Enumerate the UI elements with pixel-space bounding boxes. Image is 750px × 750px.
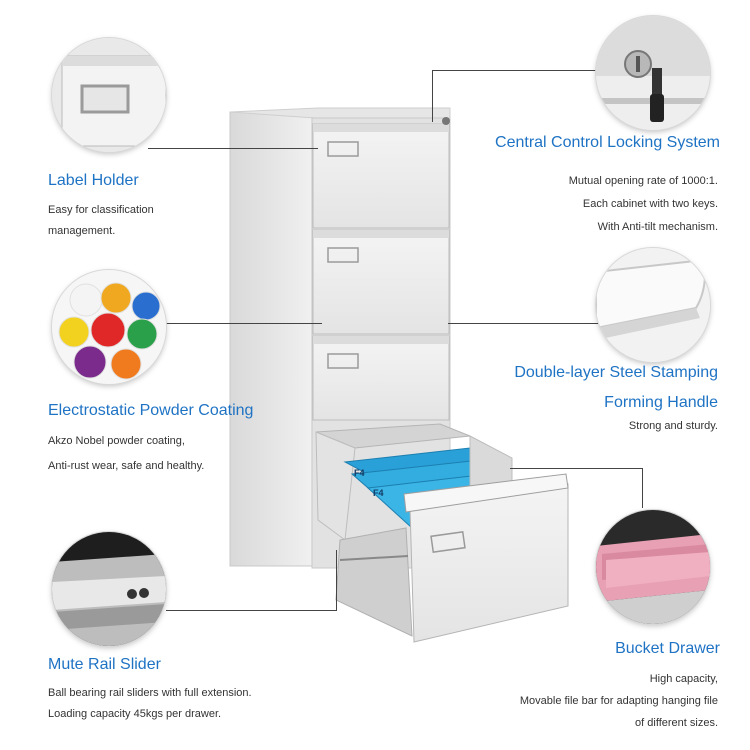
drawer-1 — [312, 117, 450, 229]
handle-desc: Strong and sturdy. — [628, 420, 718, 432]
label-holder-title: Label Holder — [48, 172, 139, 189]
label-holder — [327, 141, 359, 157]
connector-line — [448, 323, 598, 324]
connector-line — [166, 610, 336, 611]
pigment-dish — [69, 283, 103, 317]
open-bucket-drawer: F4 F4 — [315, 423, 569, 643]
folder-label: F4 — [373, 488, 384, 498]
pigment-dish — [73, 345, 107, 379]
connector-line — [166, 323, 322, 324]
locking-desc: Mutual opening rate of 1000:1. Each cabi… — [568, 175, 718, 233]
connector-line — [432, 70, 433, 122]
rail-slider-closeup — [52, 532, 166, 646]
label-holder-desc: Easy for classification management. — [48, 204, 154, 237]
handle-closeup — [596, 248, 710, 362]
powder-pigments-closeup — [52, 270, 166, 384]
pigment-dish — [100, 282, 132, 314]
pigment-dish — [90, 312, 126, 348]
locking-title: Central Control Locking System — [495, 134, 720, 151]
handle-title: Double-layer Steel Stamping Forming Hand… — [514, 364, 718, 411]
connector-line — [336, 550, 337, 611]
bucket-drawer-title: Bucket Drawer — [615, 640, 720, 657]
connector-line — [148, 148, 318, 149]
pigment-dish — [58, 316, 90, 348]
pigment-dish — [131, 291, 161, 321]
drawer-2 — [312, 229, 450, 335]
hanging-files-closeup — [596, 510, 710, 624]
connector-line — [510, 468, 642, 469]
pigment-dish — [126, 318, 158, 350]
powder-coating-desc: Akzo Nobel powder coating, Anti-rust wea… — [48, 435, 205, 472]
lock-key-closeup — [596, 16, 710, 130]
bucket-drawer-desc: High capacity, Movable file bar for adap… — [519, 673, 718, 729]
lock-cylinder — [442, 117, 450, 125]
rail-slider-desc: Ball bearing rail sliders with full exte… — [48, 687, 252, 720]
rail-slider-title: Mute Rail Slider — [48, 656, 161, 673]
rail-slider — [335, 527, 413, 637]
connector-line — [642, 468, 643, 508]
powder-coating-title: Electrostatic Powder Coating — [48, 402, 254, 419]
pigment-dish — [110, 348, 142, 380]
label-holder — [430, 531, 466, 553]
drawer-handle — [403, 473, 569, 513]
label-holder-closeup — [52, 38, 166, 152]
connector-line — [432, 70, 598, 71]
drawer-3 — [312, 335, 450, 421]
folder-label: F4 — [354, 468, 365, 478]
